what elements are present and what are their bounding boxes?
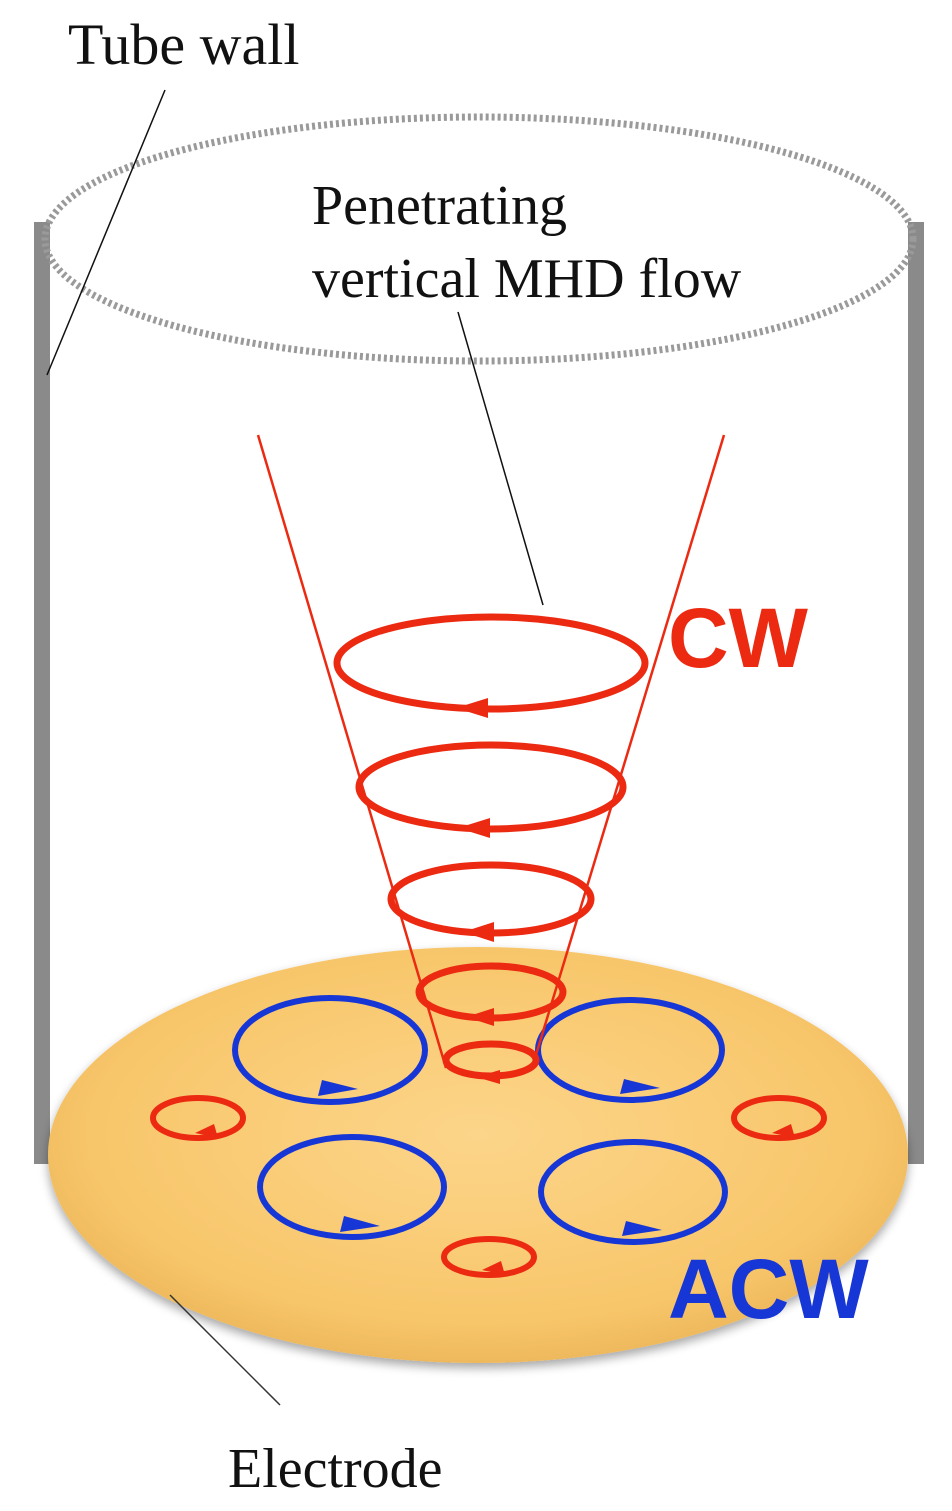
acw-vortex [232, 995, 428, 1105]
tube-wall-left [34, 222, 50, 1164]
tube-top-rim [41, 113, 917, 365]
tube-wall-label: Tube wall [68, 12, 300, 77]
cw-vortex-ring [442, 1040, 540, 1084]
acw-vortex [538, 1139, 728, 1245]
cw-vortex-ring [387, 861, 595, 942]
cone-edge-left [256, 434, 448, 1069]
acw-vortex [257, 1134, 447, 1240]
electrode-disk [48, 947, 908, 1363]
cw-vortex-ring [355, 741, 627, 838]
tube-wall-right [908, 222, 924, 1164]
cw-vortex-ring [333, 613, 649, 718]
acw-label: ACW [668, 1242, 869, 1336]
small-cw-vortex [150, 1095, 246, 1141]
electrode-label: Electrode [228, 1438, 443, 1500]
flow-label-line1: Penetrating [312, 175, 567, 237]
small-cw-vortex [731, 1095, 827, 1141]
flow-label-line2: vertical MHD flow [312, 248, 742, 310]
cone-edge-right [530, 434, 726, 1069]
electrode-leader [169, 1294, 281, 1406]
tube-wall-leader [46, 89, 166, 376]
cw-label: CW [668, 591, 809, 685]
cw-vortex-ring [415, 962, 567, 1026]
small-cw-vortex [441, 1236, 537, 1278]
flow-leader [457, 311, 544, 606]
